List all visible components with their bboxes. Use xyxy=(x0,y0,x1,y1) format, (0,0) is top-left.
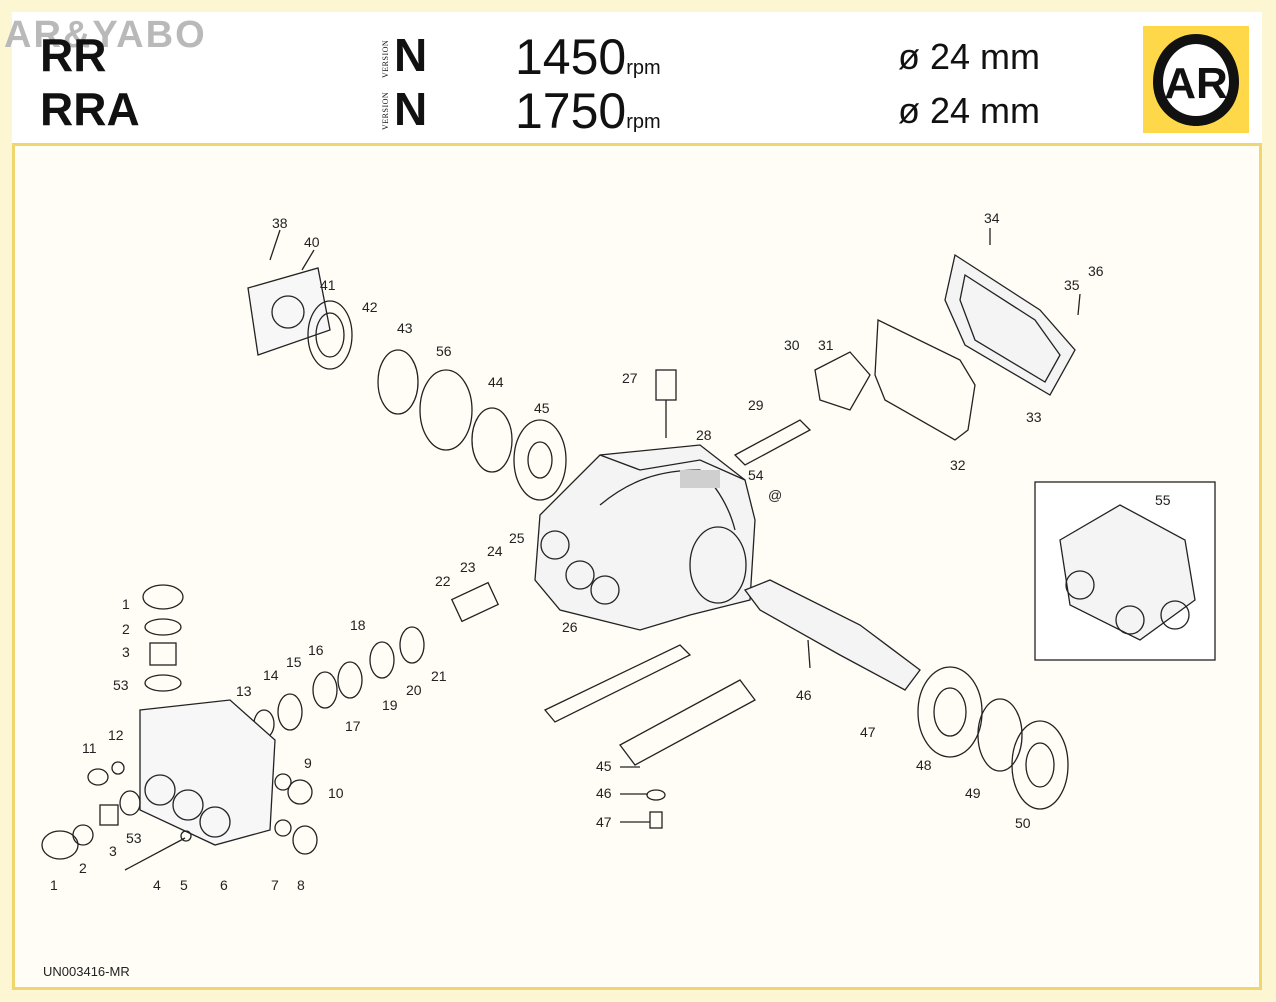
model-rr: RR xyxy=(40,29,107,81)
part-label: 34 xyxy=(984,210,1000,226)
part-label: 28 xyxy=(696,427,712,443)
part-label: 14 xyxy=(263,667,279,683)
part-label: 23 xyxy=(460,559,476,575)
part-label: 41 xyxy=(320,277,336,293)
part-label: 27 xyxy=(622,370,638,386)
ar-logo: AR xyxy=(1143,26,1249,133)
part-label: 8 xyxy=(297,877,305,893)
part-label: 49 xyxy=(965,785,981,801)
part-label: 36 xyxy=(1088,263,1104,279)
part-label: 46 xyxy=(596,785,612,801)
part-label: 12 xyxy=(108,727,124,743)
part-label: 22 xyxy=(435,573,451,589)
part-label: 50 xyxy=(1015,815,1031,831)
part-label: 42 xyxy=(362,299,378,315)
part-label: 32 xyxy=(950,457,966,473)
model-rra: RRA xyxy=(40,83,140,135)
part-label: 5 xyxy=(180,877,188,893)
svg-text:AR: AR xyxy=(1164,59,1228,108)
part-label: 3 xyxy=(122,644,130,660)
part-label: 48 xyxy=(916,757,932,773)
part-label: 13 xyxy=(236,683,252,699)
part-label: 20 xyxy=(406,682,422,698)
part-label: 26 xyxy=(562,619,578,635)
drawing-code: UN003416-MR xyxy=(43,964,130,979)
part-label: @ xyxy=(768,487,782,503)
part-label: 35 xyxy=(1064,277,1080,293)
part-label: 1 xyxy=(50,877,58,893)
rear-cover xyxy=(944,253,1076,396)
part-label: 16 xyxy=(308,642,324,658)
pump-head xyxy=(139,699,276,846)
part-label: 44 xyxy=(488,374,504,390)
part-label: 40 xyxy=(304,234,320,250)
speed-1750: 1750rpm xyxy=(515,83,661,139)
speed-1450: 1450rpm xyxy=(515,29,661,85)
part-label: 21 xyxy=(431,668,447,684)
part-label: 30 xyxy=(784,337,800,353)
part-label: 18 xyxy=(350,617,366,633)
part-label: 25 xyxy=(509,530,525,546)
part-label: 15 xyxy=(286,654,302,670)
part-label: 43 xyxy=(397,320,413,336)
version-n-1: N xyxy=(394,29,428,81)
diameter-2: ø 24 mm xyxy=(898,90,1041,131)
part-label: 2 xyxy=(122,621,130,637)
part-label: 47 xyxy=(860,724,876,740)
part-label: 17 xyxy=(345,718,361,734)
part-label: 53 xyxy=(126,830,142,846)
header-band xyxy=(12,12,1262,146)
part-label: 6 xyxy=(220,877,228,893)
part-label: 46 xyxy=(796,687,812,703)
part-label: 19 xyxy=(382,697,398,713)
watermark: AR&YABO xyxy=(4,14,207,56)
part-label: 4 xyxy=(153,877,161,893)
part-label: 24 xyxy=(487,543,503,559)
part-label: 45 xyxy=(534,400,550,416)
part-label: 7 xyxy=(271,877,279,893)
crankcase xyxy=(534,444,756,631)
part-label: 53 xyxy=(113,677,129,693)
part-label: 29 xyxy=(748,397,764,413)
part-label: 3 xyxy=(109,843,117,859)
version-n-2: N xyxy=(394,83,428,135)
diameter-1: ø 24 mm xyxy=(898,36,1041,77)
part-label: 33 xyxy=(1026,409,1042,425)
part-label: 56 xyxy=(436,343,452,359)
part-label: 45 xyxy=(596,758,612,774)
part-label: 9 xyxy=(304,755,312,771)
part-label: 2 xyxy=(79,860,87,876)
part-label: 54 xyxy=(748,467,764,483)
part-label: 47 xyxy=(596,814,612,830)
ar-logo-icon: AR xyxy=(1153,34,1239,126)
part-label: 1 xyxy=(122,596,130,612)
part-label: 31 xyxy=(818,337,834,353)
part-label: 55 xyxy=(1155,492,1171,508)
part-label: 38 xyxy=(272,215,288,231)
part-label: 11 xyxy=(82,740,97,756)
part-label: 10 xyxy=(328,785,344,801)
